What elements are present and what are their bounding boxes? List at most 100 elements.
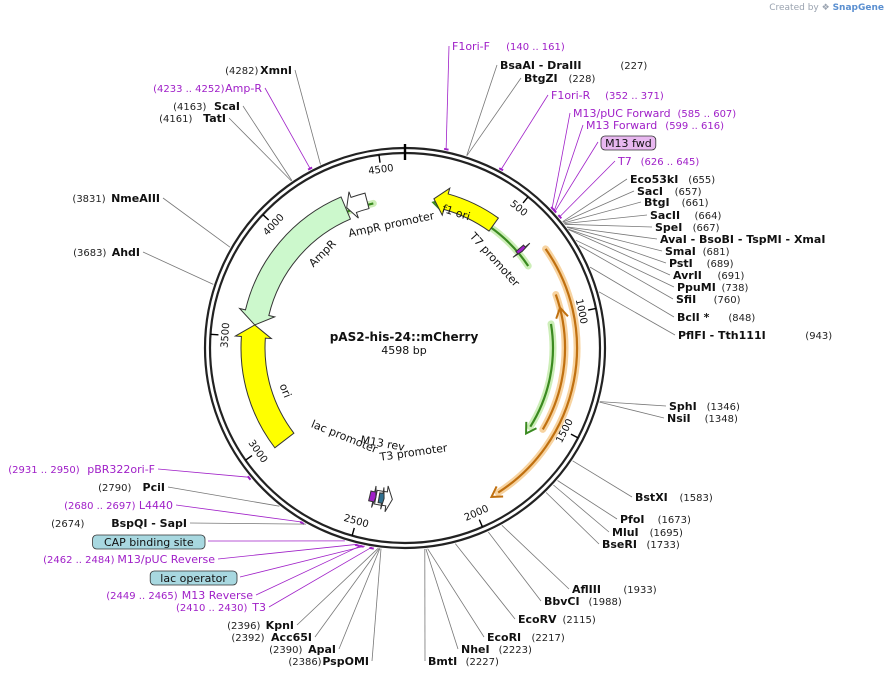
feature-t7-primer-arrow	[512, 242, 531, 258]
feature-cap-marker	[377, 487, 385, 510]
site-label-right: SphI(1346)	[669, 400, 740, 413]
site-label-left-name: PciI	[143, 481, 165, 494]
leader-line	[314, 548, 380, 638]
leader-line	[425, 548, 459, 650]
site-label-right-name: Eco53kI	[630, 173, 678, 186]
tick-mark	[587, 307, 597, 311]
leader-line	[568, 228, 667, 264]
site-label-right: M13 Forward(599 .. 616)	[586, 119, 724, 132]
site-label-right: T7(626 .. 645)	[617, 155, 699, 168]
site-label-right-position: (681)	[703, 247, 730, 258]
feature-label: ori	[277, 382, 294, 400]
leader-line	[564, 223, 653, 228]
tick-mark	[378, 154, 381, 163]
leader-line	[572, 460, 633, 498]
site-label-right-name: PfoI	[620, 513, 645, 526]
leader-line	[545, 492, 600, 545]
tick-label: 2500	[342, 513, 369, 530]
primer-site-mark	[552, 208, 557, 214]
leader-line	[217, 543, 358, 560]
site-label-left-position: (4282)	[225, 66, 258, 77]
site-label-right-name: EcoRI	[487, 631, 521, 644]
leader-line	[338, 548, 381, 650]
site-label-right-position: (657)	[675, 187, 702, 198]
leader-line	[501, 525, 570, 590]
site-label-right-position: (2227)	[466, 657, 499, 668]
site-label-right-name: PflFI - Tth111I	[678, 329, 766, 342]
tick-label: 3500	[220, 322, 233, 348]
leader-line	[268, 546, 373, 608]
site-label-right-name: AvrII	[673, 269, 702, 282]
site-label-right: BclI *(848)	[677, 311, 755, 324]
site-label-right-position: (2217)	[532, 633, 565, 644]
site-label-right-position: (661)	[682, 198, 709, 209]
site-label-right: SfiI(760)	[676, 293, 741, 306]
site-label-right: SpeI(667)	[655, 221, 720, 234]
site-label-right: AvaI - BsoBI - TspMI - XmaI(679)	[660, 233, 825, 246]
leader-line	[566, 226, 663, 252]
site-label-right-position: (738)	[722, 283, 749, 294]
leader-line	[454, 543, 516, 620]
tick-mark	[262, 214, 270, 221]
site-label-right-name: BmtI	[428, 655, 457, 668]
site-label-right: SacII(664)	[650, 209, 721, 222]
site-label-right: BsaAI - DraIII(227)	[500, 59, 647, 72]
site-label-left: KpnI(2396)	[227, 619, 294, 632]
site-label-left: T3(2410 .. 2430)	[176, 601, 266, 614]
site-label-left-name: lac operator	[160, 572, 227, 585]
orf-orange-inner	[541, 294, 567, 430]
leader-line	[558, 160, 616, 218]
site-label-right-position: (667)	[693, 223, 720, 234]
site-label-left-name: L4440	[139, 499, 173, 512]
leader-line	[255, 544, 362, 596]
feature-m13-rev-arrow	[368, 485, 377, 508]
site-label-right-name: AvaI - BsoBI - TspMI - XmaI	[660, 233, 825, 246]
site-label-right-name: SfiI	[676, 293, 696, 306]
site-label-right-position: (689)	[707, 259, 734, 270]
site-label-right: BstXI(1583)	[635, 491, 713, 504]
site-label-right-position: (1988)	[589, 597, 622, 608]
site-label-right-name: NsiI	[667, 412, 691, 425]
orf-green-right-head	[525, 421, 537, 436]
site-label-left-name: BspQI - SapI	[111, 517, 187, 530]
attribution-brand: SnapGene	[832, 3, 884, 13]
site-label-right-position: (585 .. 607)	[678, 109, 737, 120]
leader-line	[157, 468, 250, 478]
site-label-right: EcoRV(2115)	[518, 613, 596, 626]
tick-mark	[522, 196, 529, 204]
site-label-right-name: SmaI	[665, 245, 696, 258]
site-label-right-name: BtgZI	[524, 72, 558, 85]
attribution: Created by ❖ SnapGene	[769, 3, 884, 13]
feature-label: T7 promoter	[466, 229, 522, 290]
site-label-right-name: EcoRV	[518, 613, 557, 626]
leader-line	[239, 545, 366, 578]
site-label-right-position: (1673)	[658, 515, 691, 526]
site-label-left-position: (4163)	[173, 102, 206, 113]
site-label-left-name: Amp-R	[225, 82, 262, 95]
site-label-right-position: (1346)	[707, 402, 740, 413]
site-label-left-name: Acc65I	[271, 631, 312, 644]
site-label-right-name: BtgI	[644, 196, 670, 209]
site-label-right: Eco53kI(655)	[630, 173, 715, 186]
leader-line	[562, 190, 635, 223]
site-label-right: SmaI (681)	[665, 245, 730, 258]
site-label-left: NmeAIII(3831)	[72, 192, 160, 205]
leader-line	[562, 178, 628, 223]
leader-line	[162, 197, 231, 248]
site-label-left-position: (2396)	[227, 621, 260, 632]
leader-line	[553, 484, 610, 533]
tick-mark	[210, 333, 219, 336]
site-label-right: M13 fwd	[600, 135, 657, 151]
site-label-right-name: NheI	[461, 643, 490, 656]
leader-line	[599, 401, 665, 419]
site-label-left-name: XmnI	[260, 64, 292, 77]
site-label-right-name: MluI	[612, 526, 639, 539]
leader-line	[564, 214, 648, 224]
site-label-right-name: BsaAI - DraIII	[500, 59, 581, 72]
site-label-left: Acc65I(2392)	[231, 631, 312, 644]
site-label-left-position: (2386)	[288, 657, 321, 668]
leader-line	[599, 401, 667, 407]
site-label-right: BmtI (2227)	[428, 655, 499, 668]
tick-label: 2000	[463, 504, 491, 524]
leader-line	[264, 87, 311, 170]
